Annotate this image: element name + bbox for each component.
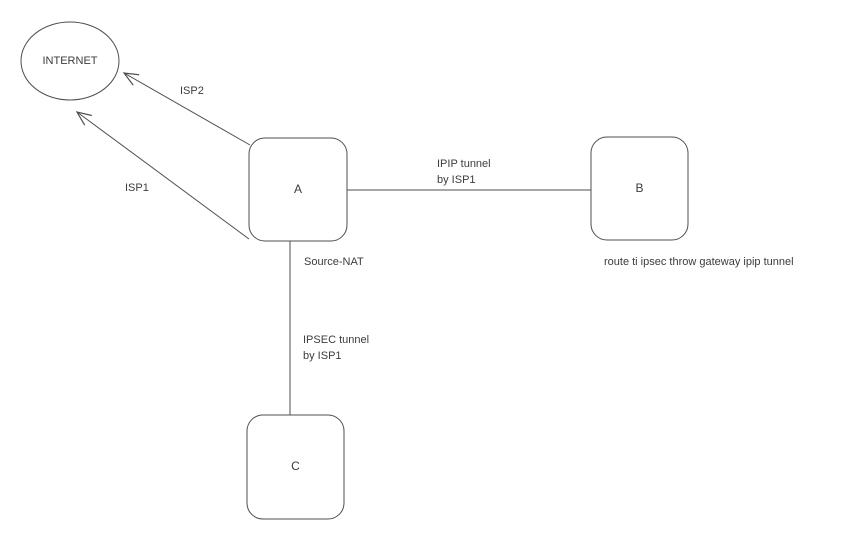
node-c-label: C xyxy=(291,459,300,473)
edge-ipsec-label-line2: by ISP1 xyxy=(303,350,342,362)
edge-isp2-label: ISP2 xyxy=(180,85,204,97)
edge-ipip-label-line1: IPIP tunnel xyxy=(437,158,491,170)
edge-isp1-line xyxy=(75,111,250,240)
node-b-shape xyxy=(590,136,689,241)
edge-ipsec-label: IPSEC tunnel by ISP1 xyxy=(303,332,369,364)
edge-ipip-label-line2: by ISP1 xyxy=(437,174,476,186)
edge-isp2-line xyxy=(122,72,251,146)
edge-ipip-label: IPIP tunnel by ISP1 xyxy=(437,156,491,188)
node-a-label: A xyxy=(293,182,302,196)
node-b-label: B xyxy=(635,181,644,195)
route-note-annotation: route ti ipsec throw gateway ipip tunnel xyxy=(604,256,794,268)
node-c-shape xyxy=(246,414,345,520)
internet-node-shape xyxy=(20,21,120,101)
edge-ipsec-label-line1: IPSEC tunnel xyxy=(303,334,370,346)
internet-node-label: INTERNET xyxy=(42,55,98,67)
source-nat-annotation: Source-NAT xyxy=(304,256,364,268)
edge-isp1-label: ISP1 xyxy=(125,182,149,194)
